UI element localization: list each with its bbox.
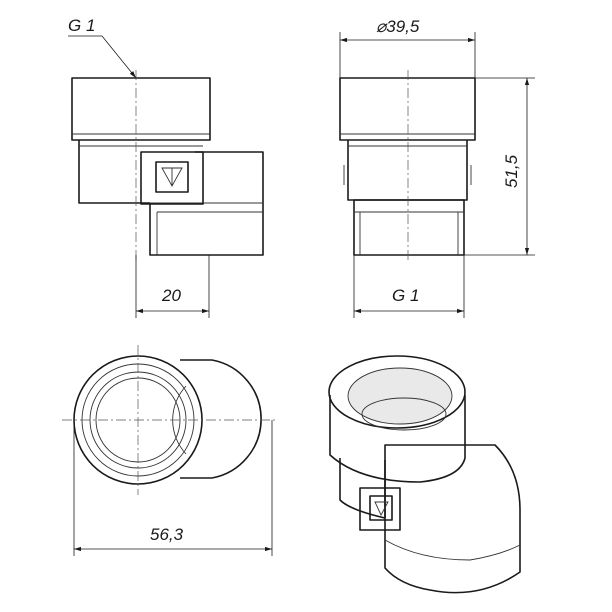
thread-label-front-view: G 1 — [392, 286, 419, 305]
front-view-outlet — [353, 199, 465, 256]
valve-block — [140, 151, 204, 205]
offset-dimension-label: 20 — [161, 286, 181, 305]
iso-valve-head — [369, 495, 393, 521]
front-view: ⌀39,5 51,5 G 1 — [339, 17, 535, 318]
top-view-outlet-ring — [180, 359, 262, 479]
iso-nut — [329, 395, 466, 483]
iso-body — [339, 458, 386, 519]
iso-outlet-cylinder — [384, 444, 521, 594]
front-view-nut — [339, 77, 476, 141]
side-view-body — [78, 140, 150, 204]
width-dimension-label: 56,3 — [150, 525, 184, 544]
valve-head — [155, 161, 189, 193]
front-view-body — [347, 140, 468, 201]
side-view-nut — [71, 77, 211, 141]
top-view: 56,3 — [62, 345, 275, 556]
thread-label-side-view: G 1 — [68, 16, 95, 35]
iso-valve-block — [359, 487, 401, 531]
iso-nut-top — [328, 355, 466, 429]
side-view: 20 G 1 — [68, 16, 264, 318]
side-view-outlet — [149, 151, 264, 256]
height-dimension-label: 51,5 — [502, 154, 521, 188]
isometric-view — [328, 355, 521, 594]
diameter-dimension-label: ⌀39,5 — [376, 17, 420, 36]
